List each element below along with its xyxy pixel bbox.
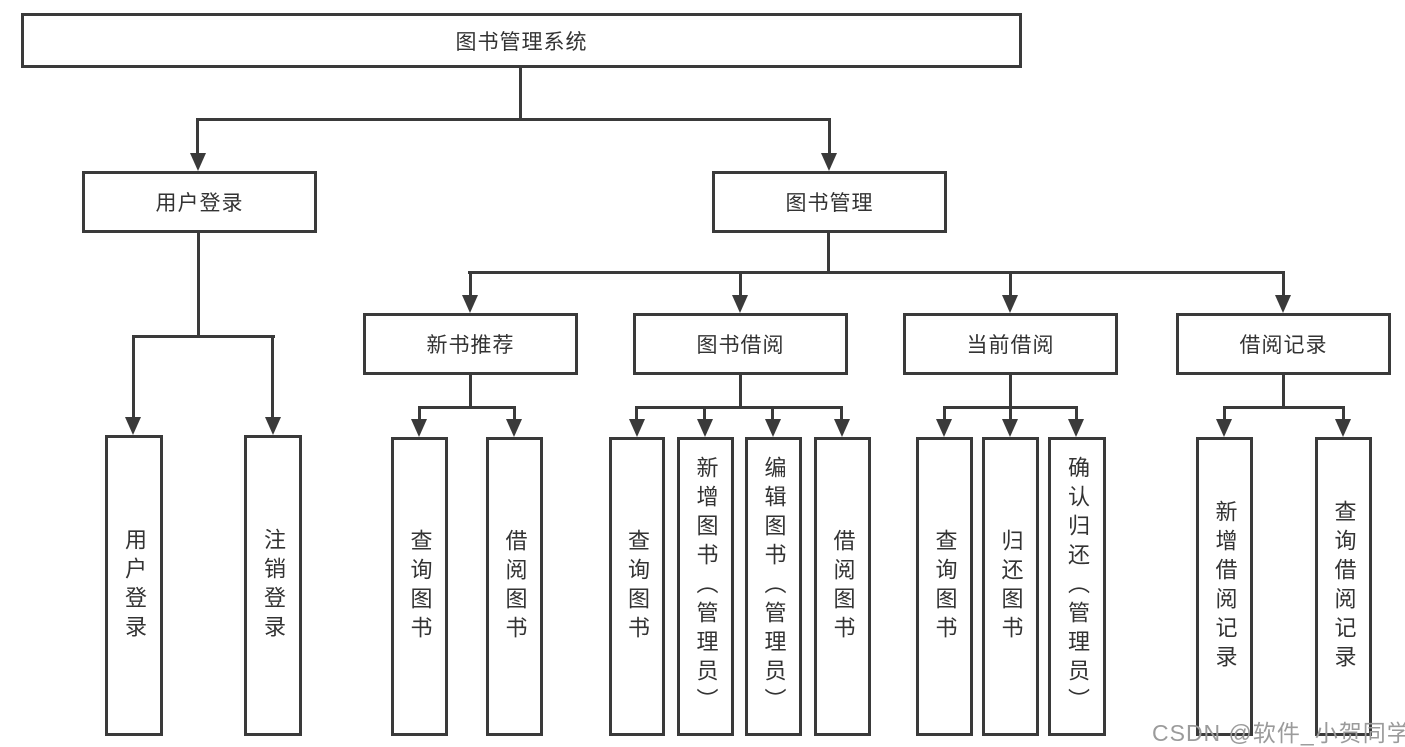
node-leaf-query-books: 查询图书 xyxy=(916,437,973,736)
node-leaf-add-books-admin: 新增图书（管理员） xyxy=(677,437,734,736)
node-label: 查询图书 xyxy=(625,528,650,645)
node-new-book-recommend: 新书推荐 xyxy=(363,313,578,375)
node-label: 借阅图书 xyxy=(502,528,528,645)
arrow-down-icon xyxy=(1335,419,1351,437)
arrow-down-icon xyxy=(1216,419,1232,437)
node-user-login: 用户登录 xyxy=(82,171,317,233)
node-label: 新增图书（管理员） xyxy=(693,456,719,717)
connector-line xyxy=(635,406,638,422)
connector-line xyxy=(196,118,831,121)
arrow-down-icon xyxy=(190,153,206,171)
node-leaf-edit-books-admin: 编辑图书（管理员） xyxy=(745,437,802,736)
connector-line xyxy=(418,406,421,422)
node-label: 借阅记录 xyxy=(1239,334,1328,357)
arrow-down-icon xyxy=(765,419,781,437)
connector-line xyxy=(469,375,472,409)
arrow-down-icon xyxy=(506,419,522,437)
arrow-down-icon xyxy=(1068,419,1084,437)
connector-line xyxy=(1342,406,1345,422)
connector-line xyxy=(1223,406,1226,422)
connector-line xyxy=(828,118,831,158)
arrow-down-icon xyxy=(697,419,713,437)
node-label: 新书推荐 xyxy=(426,334,515,357)
node-label: 图书管理系统 xyxy=(455,30,588,54)
connector-line xyxy=(1075,406,1078,422)
arrow-down-icon xyxy=(834,419,850,437)
connector-line xyxy=(519,68,522,118)
node-label: 查询图书 xyxy=(932,528,958,645)
connector-line xyxy=(739,375,742,409)
arrow-down-icon xyxy=(265,417,281,435)
node-label: 查询借阅记录 xyxy=(1331,499,1357,674)
node-label: 当前借阅 xyxy=(966,334,1055,357)
node-label: 图书借阅 xyxy=(696,334,785,357)
node-leaf-borrow-books: 借阅图书 xyxy=(814,437,871,736)
node-book-management: 图书管理 xyxy=(712,171,947,233)
connector-line xyxy=(840,406,843,422)
connector-line xyxy=(132,335,275,338)
connector-line xyxy=(771,406,774,422)
node-label: 用户登录 xyxy=(122,527,147,644)
arrow-down-icon xyxy=(629,419,645,437)
node-borrow-records: 借阅记录 xyxy=(1176,313,1391,375)
connector-line xyxy=(1223,406,1345,409)
node-leaf-confirm-return-admin: 确认归还（管理员） xyxy=(1048,437,1106,736)
connector-line xyxy=(739,271,742,297)
arrow-down-icon xyxy=(462,295,478,313)
connector-line xyxy=(418,406,516,409)
node-leaf-add-borrow-record: 新增借阅记录 xyxy=(1196,437,1253,736)
node-label: 新增借阅记录 xyxy=(1212,499,1238,674)
connector-line xyxy=(1282,375,1285,409)
node-book-borrow: 图书借阅 xyxy=(633,313,848,375)
node-label: 编辑图书（管理员） xyxy=(761,456,787,717)
connector-line xyxy=(271,335,274,420)
csdn-watermark: CSDN @软件_小贺同学 xyxy=(1152,720,1405,746)
arrow-down-icon xyxy=(411,419,427,437)
node-label: 用户登录 xyxy=(155,192,244,215)
connector-line xyxy=(1282,271,1285,297)
connector-line xyxy=(132,335,135,420)
arrow-down-icon xyxy=(1002,295,1018,313)
connector-line xyxy=(703,406,706,422)
node-label: 借阅图书 xyxy=(830,528,856,645)
node-leaf-borrow-books: 借阅图书 xyxy=(486,437,543,736)
connector-line xyxy=(1009,375,1012,409)
connector-line xyxy=(1009,406,1012,422)
node-leaf-query-books: 查询图书 xyxy=(609,437,665,736)
node-leaf-user-login: 用户登录 xyxy=(105,435,163,736)
connector-line xyxy=(943,406,946,422)
node-label: 注销登录 xyxy=(261,527,286,644)
arrow-down-icon xyxy=(821,153,837,171)
arrow-down-icon xyxy=(732,295,748,313)
connector-line xyxy=(468,271,1285,274)
node-leaf-logout: 注销登录 xyxy=(244,435,302,736)
node-root-library-system: 图书管理系统 xyxy=(21,13,1022,68)
connector-line xyxy=(635,406,843,409)
arrow-down-icon xyxy=(1002,419,1018,437)
node-leaf-query-books: 查询图书 xyxy=(391,437,448,736)
connector-line xyxy=(827,233,830,273)
node-label: 查询图书 xyxy=(407,528,433,645)
node-label: 确认归还（管理员） xyxy=(1065,456,1090,717)
arrow-down-icon xyxy=(125,417,141,435)
node-leaf-return-books: 归还图书 xyxy=(982,437,1039,736)
node-current-borrow: 当前借阅 xyxy=(903,313,1118,375)
arrow-down-icon xyxy=(936,419,952,437)
node-label: 归还图书 xyxy=(998,528,1024,645)
node-label: 图书管理 xyxy=(785,192,874,215)
connector-line xyxy=(197,233,200,337)
connector-line xyxy=(196,118,199,158)
connector-line xyxy=(513,406,516,422)
connector-line xyxy=(469,271,472,297)
connector-line xyxy=(1009,271,1012,297)
node-leaf-query-borrow-record: 查询借阅记录 xyxy=(1315,437,1372,736)
arrow-down-icon xyxy=(1275,295,1291,313)
